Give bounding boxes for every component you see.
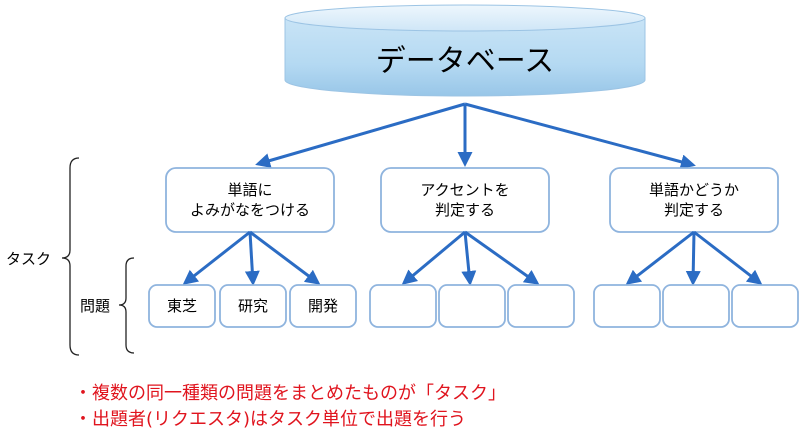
task-label-2-line-2: 判定する [434,201,495,219]
task-label-3-line-2: 判定する [663,201,724,219]
arrow-db-task-3 [464,102,696,170]
task-label-3: 単語かどうか 判定する [610,168,778,232]
problem-label-1-2: 研究 [237,296,268,315]
problem-box-1-1 [148,284,216,328]
problem-box-1-2 [219,284,287,328]
task-label-1-line-1: 単語に [227,180,273,199]
task-label-3-line-1: 単語かどうか [648,180,739,199]
problem-box-3-3 [731,284,799,328]
database-label: データベース [375,44,555,79]
note-1: ・複数の同一種類の問題をまとめたものが「タスク」 [74,383,506,404]
db-to-task-arrows [255,102,696,170]
brackets [61,157,135,356]
problem-box-3-2 [662,284,730,328]
database-cylinder [284,4,646,97]
arrow-db-task-1 [255,102,466,168]
problem-box-2-3 [507,284,575,328]
problem-label-1-3: 開発 [307,296,338,315]
note-2: ・出題者(リクエスタ)はタスク単位で出題を行う [74,409,467,430]
problem-boxes [148,284,799,328]
task-side-label: タスク [6,250,52,268]
problem-box-1-3 [289,284,357,328]
task-label-1-line-2: よみがなをつける [189,201,310,219]
task-label-2-line-1: アクセントを [420,180,510,199]
problem-box-3-1 [593,284,661,328]
problem-label-1-1: 東芝 [166,296,197,315]
problem-box-2-1 [369,284,437,328]
task-boxes [165,167,779,233]
task-label-2: アクセントを 判定する [381,168,549,232]
task-label-1: 単語に よみがなをつける [166,168,334,232]
task-bracket [61,157,80,356]
problem-box-2-2 [438,284,506,328]
problem-bracket [118,257,135,354]
problem-side-label: 問題 [80,297,111,315]
task-to-problem-arrows [182,230,763,286]
